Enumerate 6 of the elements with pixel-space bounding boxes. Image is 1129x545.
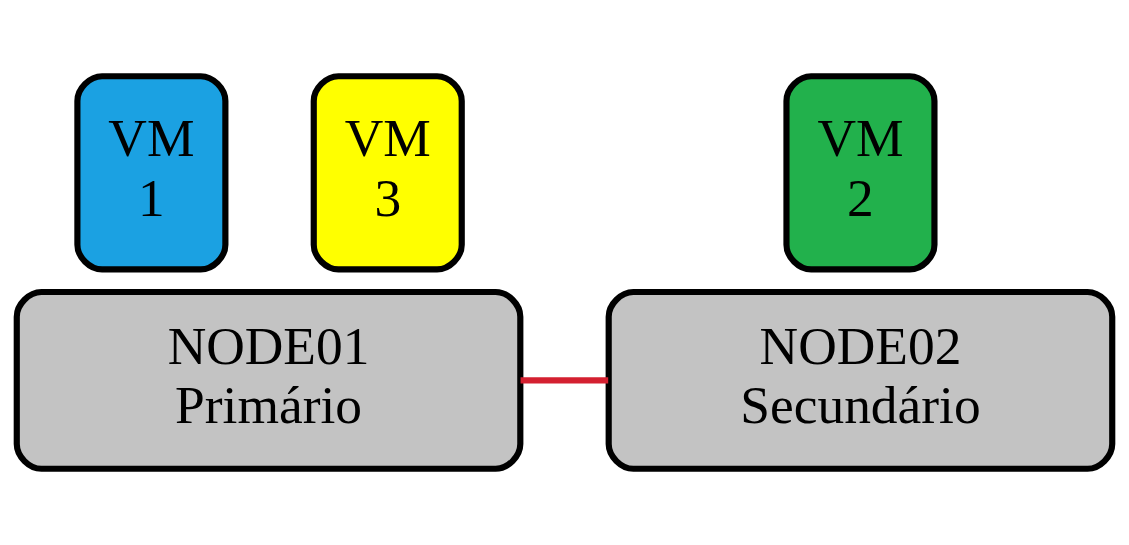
node-box: NODE01 Primário [13, 288, 524, 472]
node-box: VM 1 [74, 73, 229, 273]
connector [520, 377, 609, 384]
node-box: NODE02 Secundário [605, 288, 1116, 472]
node-box: VM 2 [783, 73, 938, 273]
node-box: VM 3 [310, 73, 465, 273]
